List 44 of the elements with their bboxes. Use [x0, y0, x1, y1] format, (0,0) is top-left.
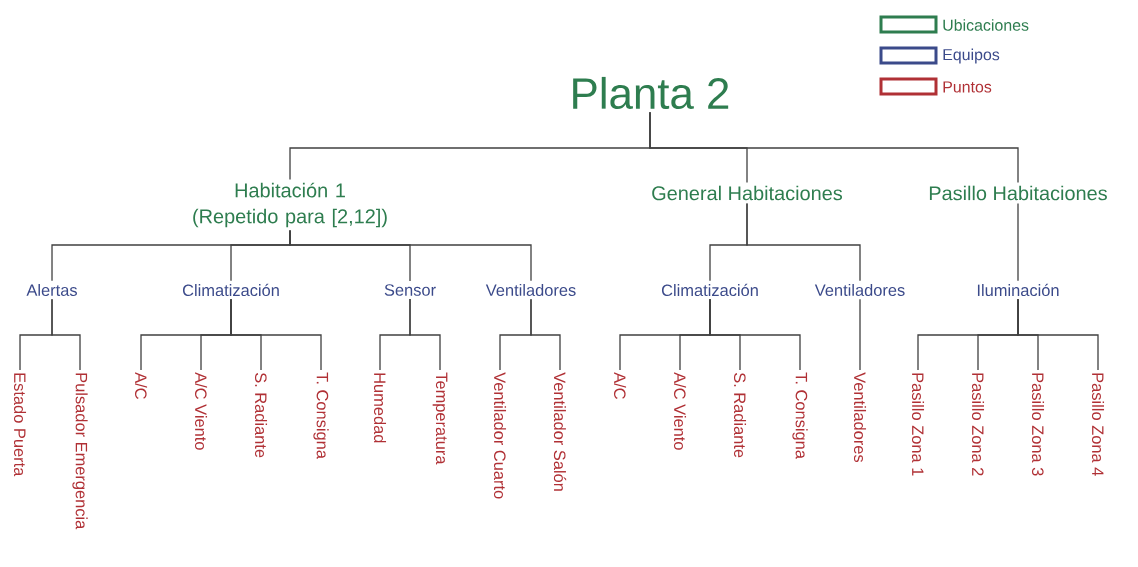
point-label: A/C [135, 372, 148, 399]
point-label: Ventiladores [853, 372, 867, 463]
tree-connector [859, 298, 861, 371]
equipment-label: Alertas [26, 283, 77, 297]
equipment-label: Sensor [384, 284, 436, 296]
location-label: Pasillo Habitaciones [929, 185, 1107, 201]
point-label: Estado Puerta [14, 373, 27, 477]
tree-connector [1017, 202, 1019, 282]
point-label: Ventilador Cuarto [493, 372, 507, 499]
tree-connector [746, 202, 861, 282]
equipment-label: Climatización [661, 283, 758, 297]
point-label: Pasillo Zona 1 [911, 373, 925, 476]
tree-connector [649, 111, 1019, 184]
point-label: Pasillo Zona 2 [971, 373, 985, 476]
point-label: Ventilador Salón [553, 372, 567, 491]
point-label: A/C Viento [673, 372, 687, 450]
location-label: Habitación 1 (Repetido para [2,12]) [193, 182, 387, 228]
equipment-label: Ventiladores [485, 283, 576, 297]
tree-connector [289, 229, 532, 282]
point-label: Pasillo Zona 4 [1091, 373, 1105, 476]
point-label: Temperatura [432, 372, 448, 465]
point-label: Pulsador Emergencia [72, 373, 88, 530]
equipment-label: Iluminación [977, 283, 1059, 297]
legend-label: Ubicaciones [943, 19, 1029, 31]
point-label: A/C Viento [195, 372, 208, 450]
tree-connector [409, 298, 441, 371]
point-label: Pasillo Zona 3 [1031, 373, 1045, 476]
point-label: S. Radiante [255, 372, 268, 458]
point-label: S. Radiante [733, 372, 747, 458]
point-label: T. Consigna [313, 372, 329, 459]
tree-connector [709, 298, 801, 371]
location-label: General Habitaciones [652, 185, 843, 201]
legend-label: Puntos [943, 81, 992, 93]
equipment-label: Ventiladores [814, 283, 905, 297]
legend-label: Equipos [943, 48, 1000, 64]
tree-connector [1017, 298, 1099, 371]
tree-connector [530, 298, 561, 371]
point-label: Humedad [374, 373, 387, 443]
tree-connector [230, 298, 322, 371]
equipment-label: Climatización [182, 283, 279, 297]
root-label: Planta 2 [573, 76, 729, 110]
tree-connector [51, 298, 81, 371]
point-label: A/C [613, 372, 627, 399]
point-label: T. Consigna [792, 372, 808, 459]
